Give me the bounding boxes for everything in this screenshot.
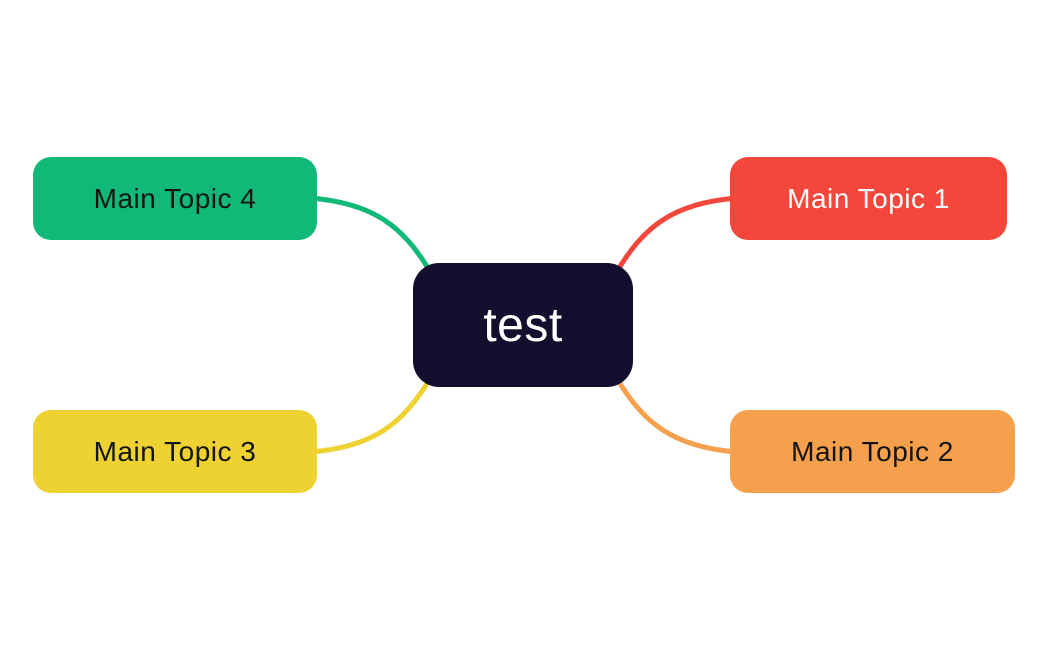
connector-root-to-topic-3 — [307, 379, 431, 455]
node-label: Main Topic 4 — [93, 182, 257, 214]
mindmap-root-node[interactable]: test — [413, 263, 633, 387]
mindmap-node-main-topic-1[interactable]: Main Topic 1 — [730, 157, 1007, 240]
node-label: Main Topic 1 — [787, 182, 950, 214]
mindmap-node-main-topic-4[interactable]: Main Topic 4 — [33, 157, 317, 240]
mindmap-node-main-topic-3[interactable]: Main Topic 3 — [33, 410, 317, 493]
node-label: Main Topic 2 — [791, 435, 954, 467]
node-label: Main Topic 3 — [93, 435, 257, 467]
connector-root-to-topic-4 — [307, 195, 431, 271]
connector-root-to-topic-1 — [616, 195, 740, 271]
mindmap-node-main-topic-2[interactable]: Main Topic 2 — [730, 410, 1015, 493]
connector-root-to-topic-2 — [616, 379, 740, 455]
node-label: test — [483, 298, 563, 352]
